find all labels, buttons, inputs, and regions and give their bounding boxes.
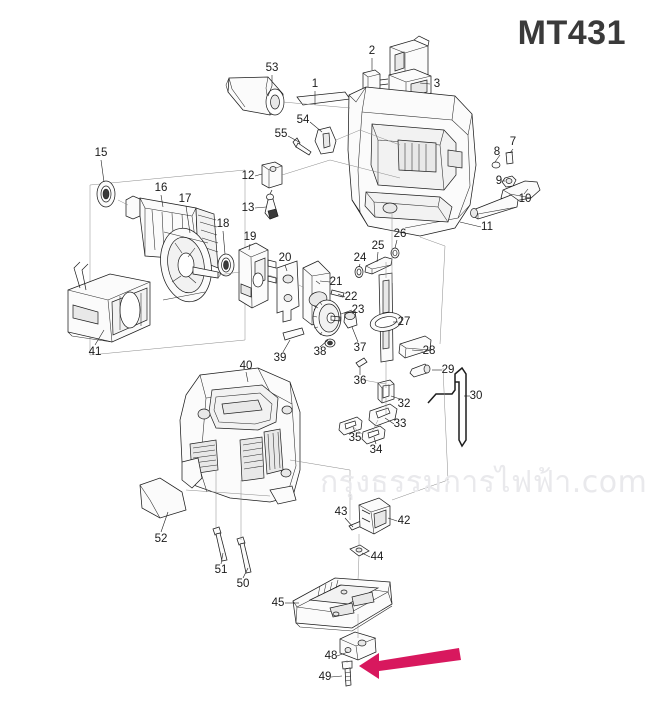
callout-39: 39 [273, 352, 287, 364]
callout-7: 7 [509, 136, 517, 148]
callout-53: 53 [265, 62, 279, 74]
callout-41: 41 [88, 346, 102, 358]
callout-25: 25 [371, 240, 385, 252]
callout-1: 1 [311, 78, 319, 90]
callout-26: 26 [393, 228, 407, 240]
callout-3: 3 [433, 78, 441, 90]
callout-40: 40 [239, 360, 253, 372]
callout-8: 8 [493, 146, 501, 158]
callout-55: 55 [274, 128, 288, 140]
callout-51: 51 [214, 564, 228, 576]
callout-17: 17 [178, 193, 192, 205]
callout-44: 44 [370, 551, 384, 563]
site-watermark: กรุงธรรมการไฟฟ้า.com [320, 465, 648, 500]
callout-15: 15 [94, 147, 108, 159]
callout-35: 35 [348, 432, 362, 444]
callout-29: 29 [441, 364, 455, 376]
callout-11: 11 [481, 221, 493, 233]
callout-48: 48 [324, 650, 338, 662]
callout-30: 30 [469, 390, 483, 402]
callout-50: 50 [236, 578, 250, 590]
callout-33: 33 [393, 418, 407, 430]
callout-45: 45 [271, 597, 285, 609]
callout-24: 24 [353, 252, 367, 264]
callout-36: 36 [353, 375, 367, 387]
callout-10: 10 [518, 193, 532, 205]
callout-13: 13 [241, 202, 255, 214]
callout-43: 43 [334, 506, 348, 518]
callout-21: 21 [329, 276, 343, 288]
callout-18: 18 [216, 218, 230, 230]
callout-9: 9 [495, 175, 503, 187]
callout-54: 54 [296, 114, 310, 126]
callout-32: 32 [397, 398, 411, 410]
callout-52: 52 [154, 533, 168, 545]
callout-38: 38 [313, 346, 327, 358]
callout-42: 42 [397, 515, 411, 527]
callout-2: 2 [368, 45, 376, 57]
callout-28: 28 [422, 345, 436, 357]
callout-19: 19 [243, 231, 257, 243]
callout-20: 20 [278, 252, 292, 264]
callout-16: 16 [154, 182, 168, 194]
callout-49: 49 [318, 671, 332, 683]
page-title: MT431 [517, 14, 626, 52]
callout-23: 23 [351, 304, 365, 316]
callout-27: 27 [397, 316, 411, 328]
callout-34: 34 [369, 444, 383, 456]
callout-12: 12 [241, 170, 255, 182]
callout-22: 22 [344, 291, 358, 303]
callout-37: 37 [353, 342, 367, 354]
